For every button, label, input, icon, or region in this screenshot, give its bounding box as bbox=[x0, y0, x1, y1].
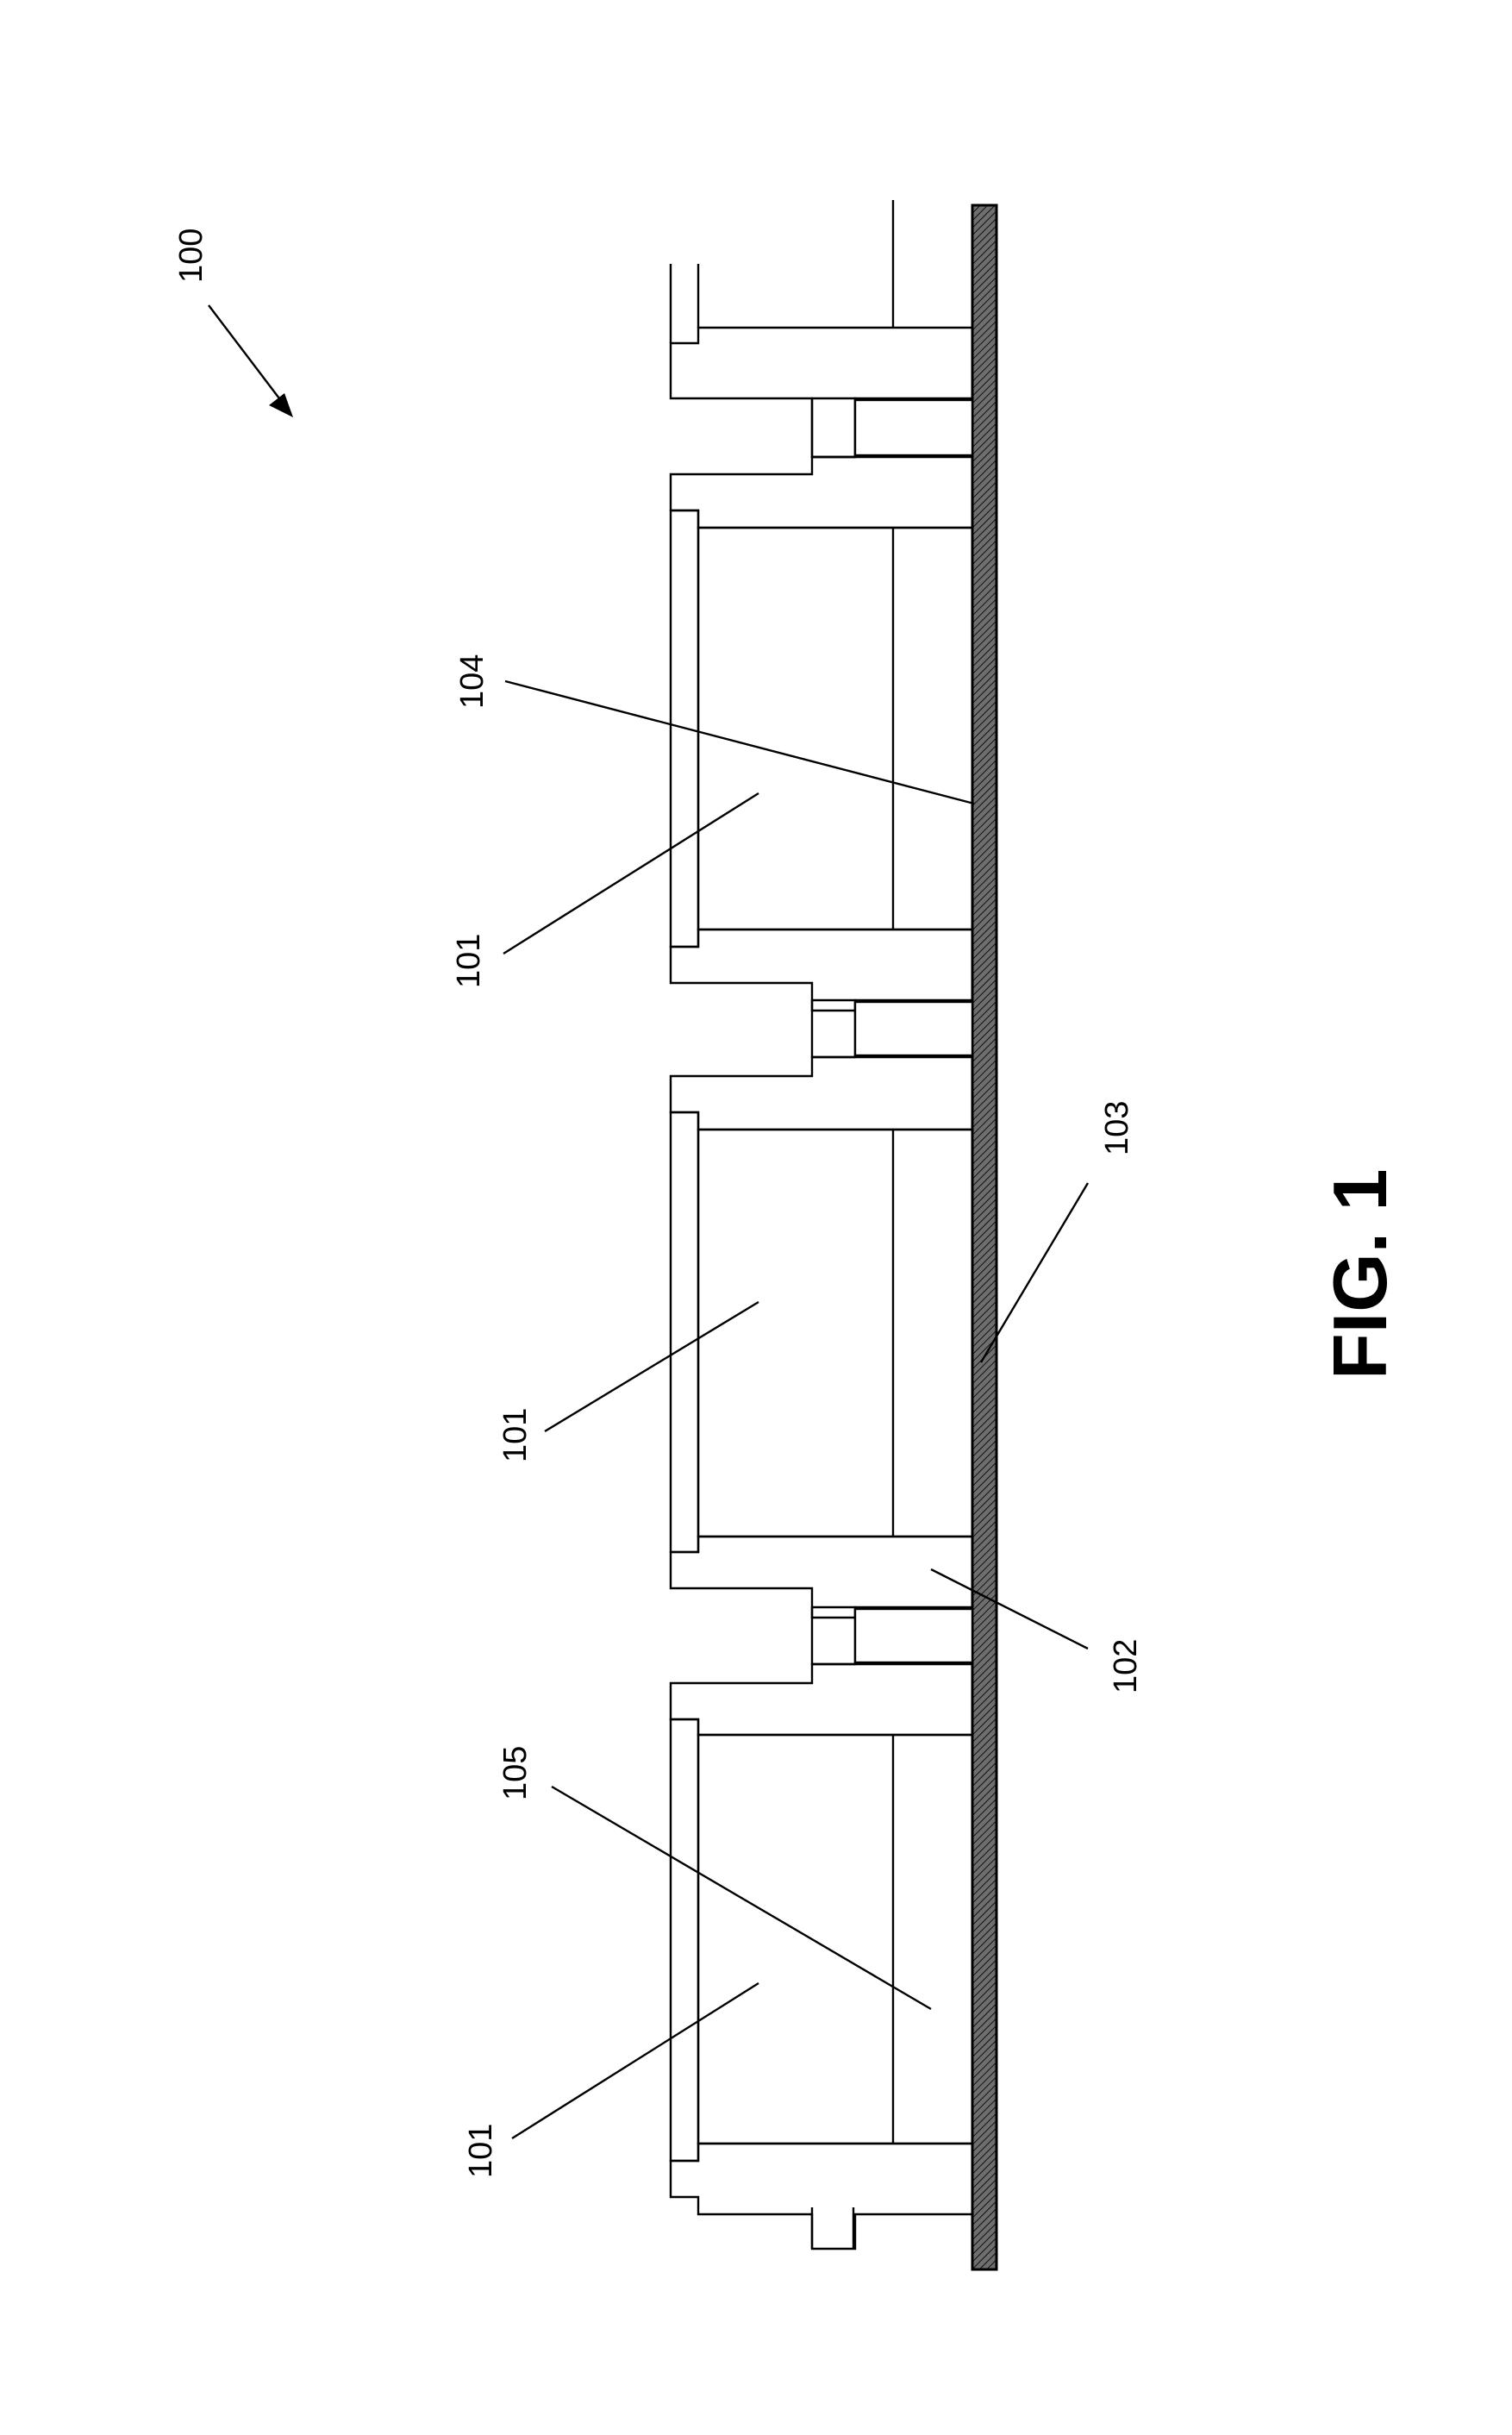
label-104: 104 bbox=[454, 654, 490, 709]
leader-101-middle bbox=[545, 1302, 759, 1431]
figure-caption: FIG. 1 bbox=[1317, 1169, 1403, 1380]
arrow-100 bbox=[209, 305, 293, 417]
label-100: 100 bbox=[173, 228, 209, 283]
label-103: 103 bbox=[1099, 1101, 1135, 1155]
cell-right bbox=[671, 510, 972, 947]
leader-105 bbox=[552, 1787, 931, 2009]
leader-101-left bbox=[512, 1983, 759, 2138]
label-101-left: 101 bbox=[463, 2124, 499, 2178]
cell-left bbox=[671, 1719, 972, 2161]
wall-group-middle-upper bbox=[671, 930, 972, 1130]
label-101-right: 101 bbox=[451, 934, 487, 988]
label-101-middle: 101 bbox=[497, 1408, 534, 1462]
label-105: 105 bbox=[497, 1746, 534, 1800]
wall-group-top bbox=[671, 328, 972, 528]
substrate-layer bbox=[972, 205, 997, 2269]
wall-group-middle-lower bbox=[671, 1537, 972, 1735]
leader-104 bbox=[505, 681, 974, 804]
cell-middle bbox=[671, 1112, 972, 1552]
label-102: 102 bbox=[1108, 1639, 1144, 1693]
wall-group-bottom bbox=[671, 2144, 972, 2249]
